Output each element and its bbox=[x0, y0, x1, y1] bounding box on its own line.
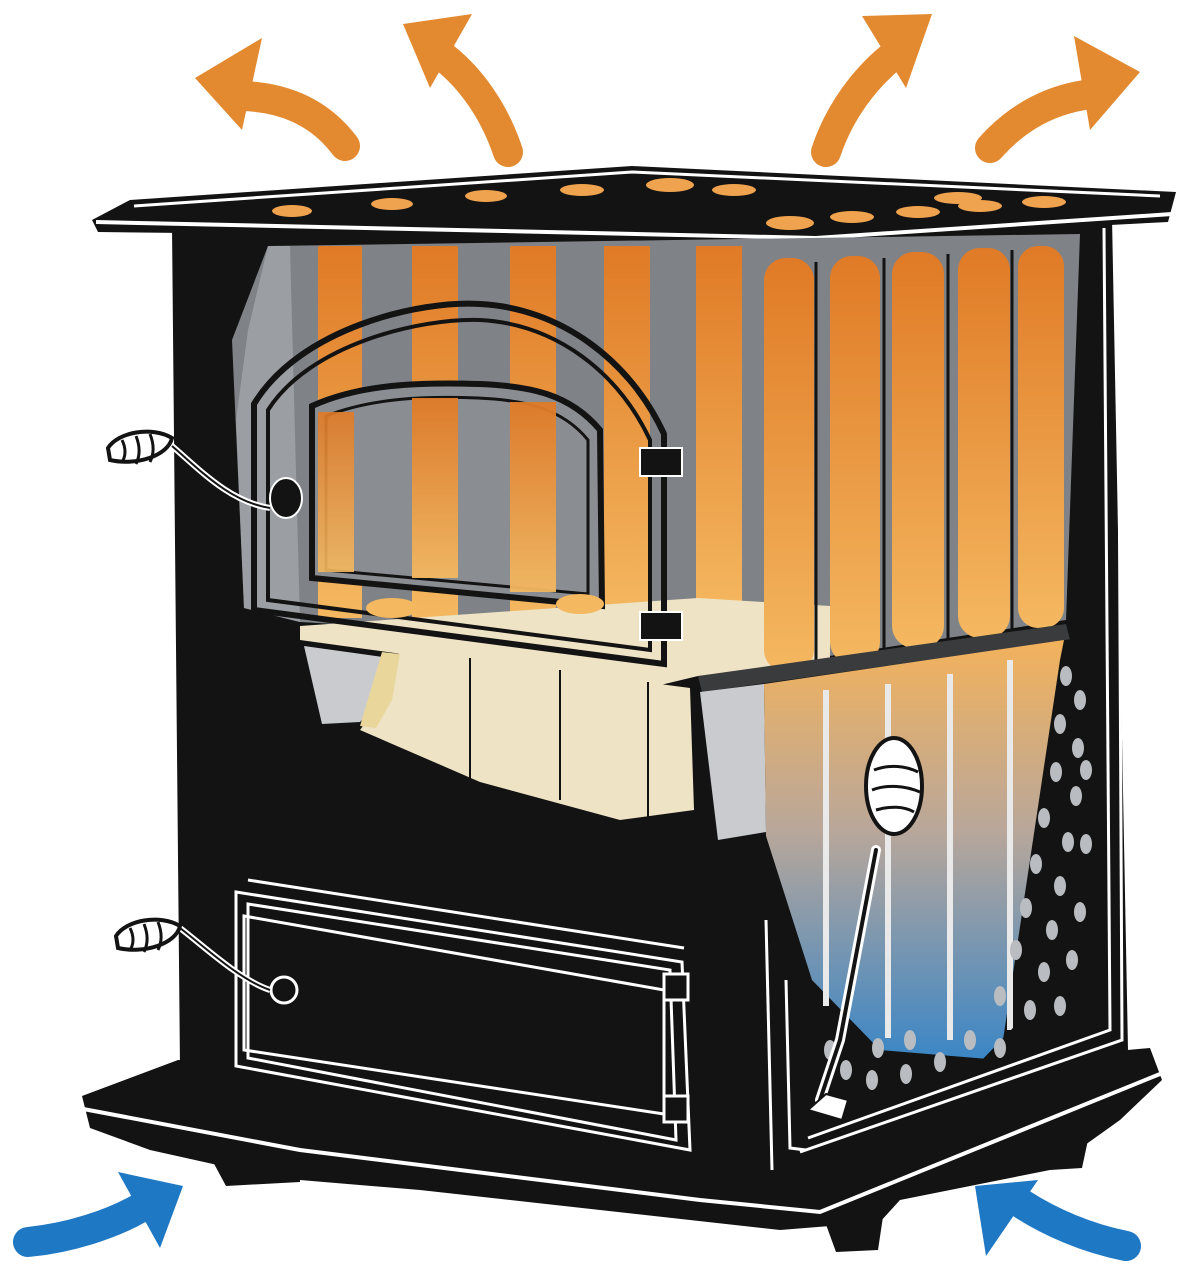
heat-out-arrow-icon bbox=[975, 36, 1140, 163]
pellet-pile bbox=[824, 666, 1092, 1090]
heat-out-arrow-icon bbox=[811, 14, 932, 167]
cool-air-in-arrow-icon bbox=[975, 1180, 1141, 1261]
ash-door-knob[interactable] bbox=[269, 975, 299, 1005]
fire-door[interactable] bbox=[251, 300, 683, 668]
poker-tool bbox=[805, 736, 924, 1122]
hot-air-arrows bbox=[195, 14, 1140, 167]
lower-chamber-cutaway bbox=[764, 225, 1124, 1171]
door-knob[interactable] bbox=[269, 477, 303, 519]
ash-door[interactable] bbox=[234, 878, 692, 1152]
front-tubes bbox=[764, 246, 1064, 672]
heat-out-arrow-icon bbox=[195, 38, 360, 161]
firebrick-lines bbox=[469, 658, 649, 820]
ash-door-hinge bbox=[662, 972, 690, 1124]
tube-outlines bbox=[814, 250, 1014, 668]
top-vent-holes bbox=[272, 178, 1066, 230]
firebox-cutaway bbox=[304, 646, 766, 840]
spring-coil-handle-icon bbox=[113, 917, 272, 993]
heat-out-arrow-icon bbox=[403, 14, 523, 167]
cool-air-in-arrow-icon bbox=[13, 1172, 183, 1257]
cool-air-arrows bbox=[13, 1172, 1141, 1261]
spring-coil-handle-icon bbox=[105, 429, 271, 511]
door-hinge bbox=[639, 447, 683, 641]
